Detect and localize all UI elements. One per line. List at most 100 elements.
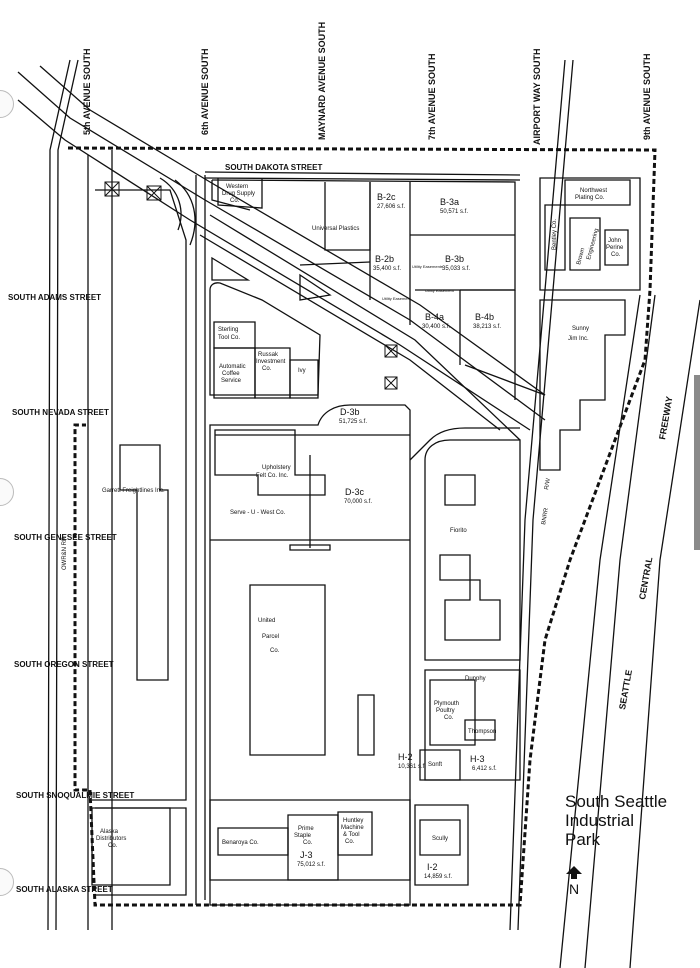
building-ivy (289, 359, 319, 399)
easement-label: Utility Easement (425, 288, 455, 293)
freeway-label: FREEWAY (657, 396, 674, 441)
parcel-b4a-id: B-4a (425, 312, 444, 322)
business-john: John (608, 238, 621, 244)
building-prime (287, 814, 339, 881)
block-outline (95, 807, 187, 896)
business-huntley: & Tool (343, 832, 360, 838)
business-western: Western (226, 184, 248, 190)
street-label-maynard: MAYNARD AVENUE SOUTH (317, 22, 327, 140)
easement-label: Utility Easement (382, 296, 412, 301)
overpass-support (104, 181, 120, 197)
building-sonft (419, 749, 461, 781)
street-label-6th: 6th AVENUE SOUTH (200, 48, 210, 135)
parcel-b2c-area: 27,606 s.f. (377, 204, 405, 210)
street-label-genesee: SOUTH GENESEE STREET (14, 533, 117, 542)
building-garrett (119, 444, 169, 681)
business-russak: Co. (262, 366, 272, 372)
business-plymouth: Poultry (436, 708, 455, 714)
building-fiorito (444, 474, 476, 506)
curb-line (409, 427, 520, 461)
business-huntley: Co. (345, 839, 355, 845)
railroad-label-rw: R/W (544, 477, 552, 490)
business-northwest: Northwest (580, 188, 607, 194)
parcel-d3b-area: 51,725 s.f. (339, 419, 367, 425)
business-universal: Universal Plastics (312, 226, 359, 232)
parcel-b3a-area: 50,571 s.f. (440, 209, 468, 215)
traffic-island (211, 256, 251, 281)
business-prime: Staple (294, 833, 312, 839)
business-plymouth: Co. (444, 715, 454, 721)
building-small (289, 544, 331, 551)
building-scully (419, 819, 461, 856)
parcel-b3a-id: B-3a (440, 197, 459, 207)
parcel-i2-id: I-2 (427, 862, 438, 872)
business-sonft: Sonft (428, 762, 442, 768)
business-russak: Russak (258, 352, 279, 358)
overpass-support (146, 185, 162, 201)
business-brown: Brown (576, 248, 586, 266)
ramp-edge (39, 65, 546, 396)
ramp-edge (17, 99, 531, 431)
overpass-support (384, 344, 398, 358)
business-alaska-distributors: Co. (108, 843, 118, 849)
business-alaska-distributors: Distributors (96, 836, 126, 842)
business-dunphy: Dunphy (465, 676, 486, 682)
business-upholstery: Upholstery (262, 465, 291, 471)
parcel-h3-id: H-3 (470, 754, 485, 764)
block-outline (424, 439, 521, 661)
business-sterling: Tool Co. (218, 335, 240, 341)
railroad-track (55, 59, 79, 931)
map-title-line2: Industrial (565, 811, 634, 830)
building-ups (249, 584, 326, 756)
business-huntley: Huntley (343, 818, 363, 824)
street-label-7th: 7th AVENUE SOUTH (427, 53, 437, 140)
parcel-d3c-id: D-3c (345, 487, 365, 497)
business-brown: Engineering (586, 228, 600, 260)
business-john: Co. (611, 252, 621, 258)
building-brown (569, 217, 601, 271)
block-outline (209, 282, 321, 396)
curb-line (204, 177, 521, 181)
parcel-d3c-area: 70,000 s.f. (344, 499, 372, 505)
parcel-i2-area: 14,859 s.f. (424, 874, 452, 880)
overpass-support (384, 376, 398, 390)
business-coffee: Service (221, 378, 242, 384)
business-fiorito: Fiorito (450, 528, 467, 534)
business-huntley: Machine (341, 825, 364, 831)
business-serve-u-west: Serve - U - West Co. (230, 510, 286, 516)
freeway-edge (559, 294, 641, 968)
business-benaroya: Benaroya Co. (222, 840, 259, 846)
freeway-label-central: CENTRAL (637, 556, 654, 601)
parcel-b4a-area: 30,400 s.f. (422, 324, 450, 330)
business-thompson: Thompson (468, 729, 496, 735)
business-sunny: Sunny (572, 326, 589, 332)
street-label-dakota: SOUTH DAKOTA STREET (225, 163, 322, 172)
building-bentley (544, 204, 566, 271)
street-label-alaska: SOUTH ALASKA STREET (16, 885, 113, 894)
business-western: Co. (230, 198, 240, 204)
business-ups: United (258, 618, 275, 624)
parcel-b3b-area: 35,033 s.f. (442, 266, 470, 272)
business-plymouth: Plymouth (434, 701, 459, 707)
business-bentley: Bentley Co. (552, 219, 558, 250)
parcel-h3-area: 6,412 s.f. (472, 766, 497, 772)
street-label-oregon: SOUTH OREGON STREET (14, 660, 114, 669)
business-sunny: Jim Inc. (568, 336, 589, 342)
building-huntley (337, 811, 373, 856)
building-sunny-jim (539, 299, 626, 471)
parcel-j3-id: J-3 (300, 850, 313, 860)
parcel-d3b-id: D-3b (340, 407, 360, 417)
parcel-b2b-area: 35,400 s.f. (373, 266, 401, 272)
business-coffee: Automatic (219, 364, 246, 370)
parcel-line (299, 261, 371, 266)
parcel-h2-id: H-2 (398, 752, 413, 762)
business-ups: Parcel (262, 634, 279, 640)
parcel-line (464, 364, 546, 396)
curb-line (204, 171, 521, 176)
ramp-curve (159, 177, 182, 231)
building-fiorito (439, 554, 501, 641)
north-arrow-icon (566, 866, 582, 879)
business-alaska-distributors: Alaska (100, 829, 119, 835)
business-prime: Prime (298, 826, 314, 832)
freeway-edge (629, 299, 700, 968)
